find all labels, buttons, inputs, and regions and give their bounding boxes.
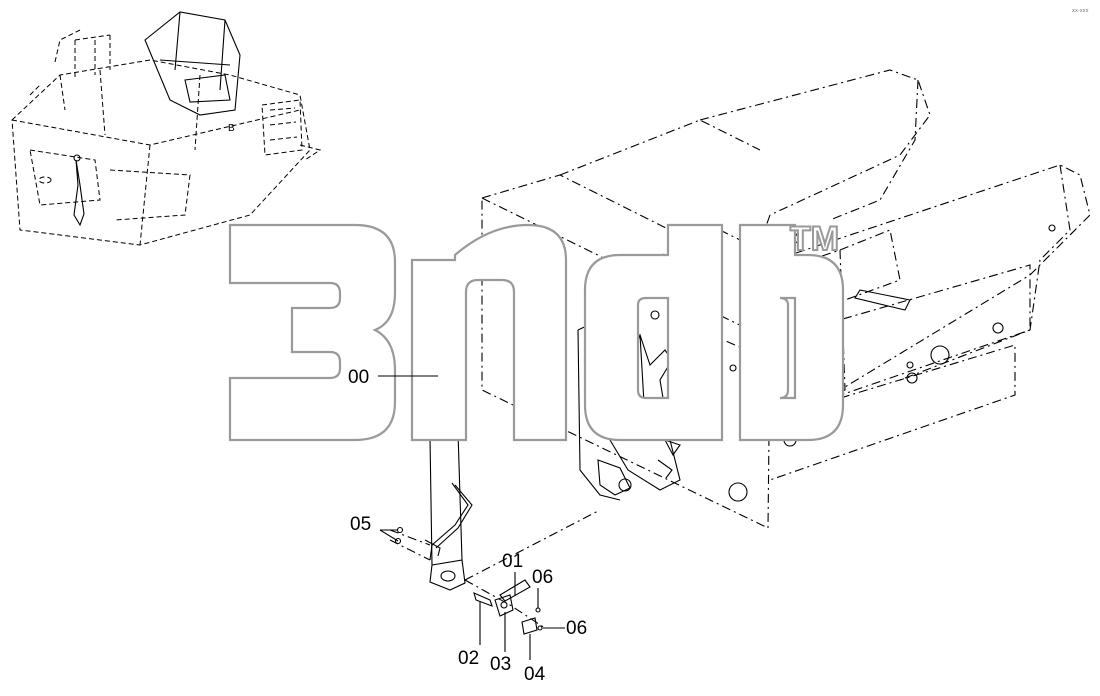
overview-label-b: B	[228, 123, 235, 134]
small-parts	[394, 526, 543, 635]
watermark-tm: TM	[790, 220, 839, 258]
corner-code: xx-xxx	[1072, 8, 1089, 14]
callout-06-upper: 06	[532, 567, 553, 588]
callout-labels: 00 01 02 03 04 05 06 06	[348, 367, 587, 685]
callout-01: 01	[502, 551, 523, 572]
overview-machine: B	[11, 11, 322, 246]
callout-02: 02	[458, 648, 479, 669]
watermark: TM	[228, 219, 845, 442]
callout-00: 00	[348, 367, 369, 388]
callout-04: 04	[524, 664, 546, 685]
callout-06-lower: 06	[566, 618, 587, 639]
assembly-lines	[389, 509, 601, 629]
leader-lines	[378, 375, 565, 660]
callout-03: 03	[490, 654, 511, 675]
callout-05: 05	[350, 514, 371, 535]
